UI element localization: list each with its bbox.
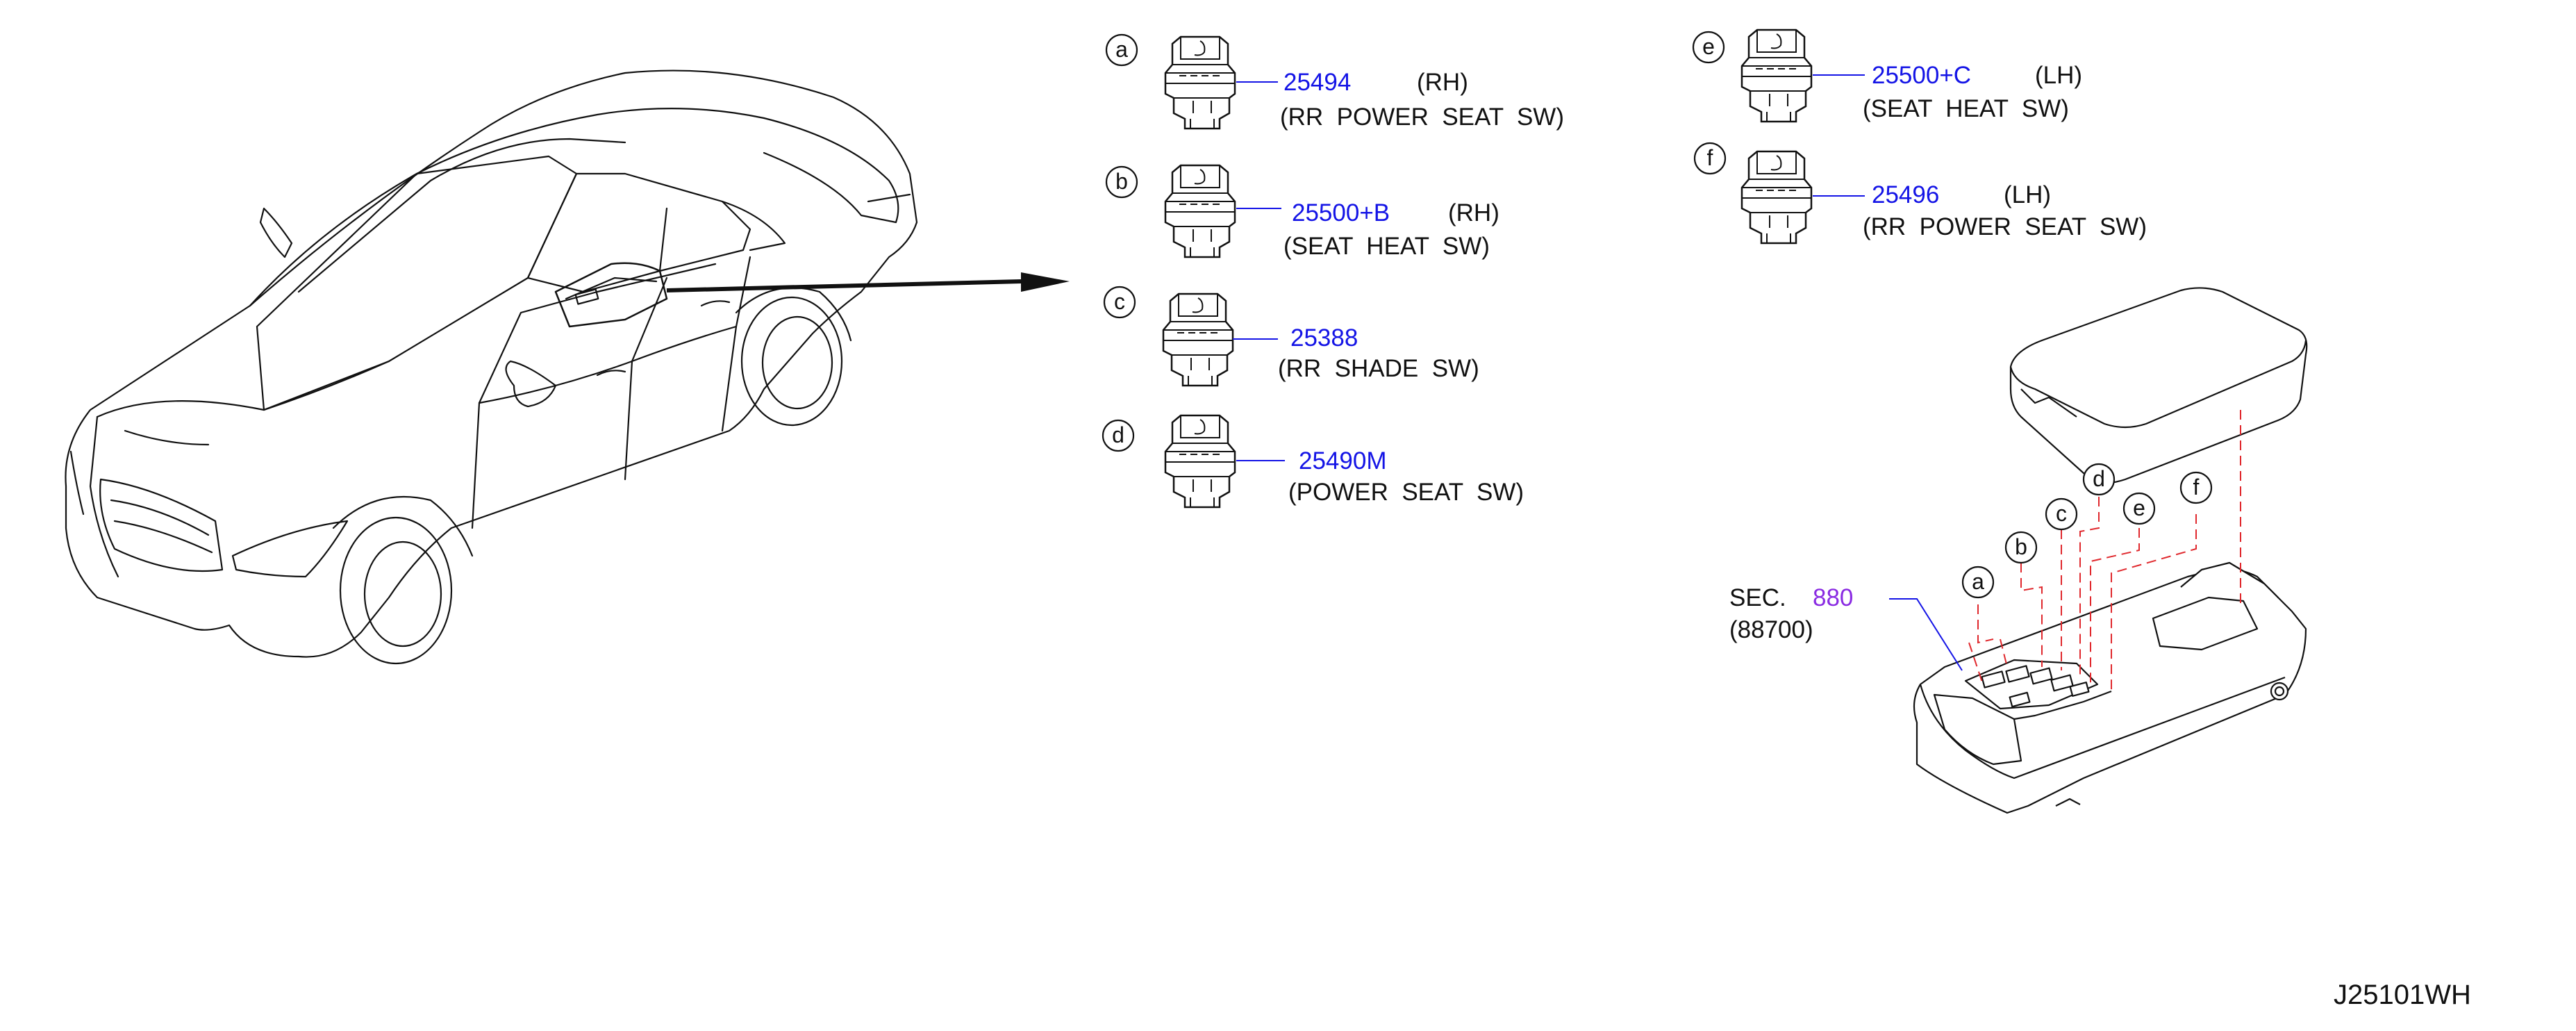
- section-subcode: (88700): [1729, 616, 1813, 643]
- side-a: (RH): [1417, 69, 1468, 96]
- section-number[interactable]: 880: [1813, 584, 1853, 611]
- callout-letter-a: a: [1115, 37, 1128, 62]
- callout-letter-c: c: [1114, 289, 1125, 314]
- leader-lines: [1968, 410, 2241, 695]
- svg-text:e: e: [2133, 495, 2145, 520]
- console-callout-b: b: [2004, 531, 2038, 564]
- callout-a: a 25494 (RH) (RR POWER SEAT SW): [1105, 33, 1564, 131]
- console-callout-c: c: [2045, 497, 2078, 531]
- console-callout-e: e: [2122, 492, 2156, 525]
- description-d: (POWER SEAT SW): [1288, 479, 1524, 506]
- callout-letter-f: f: [1707, 145, 1713, 170]
- side-b: (RH): [1448, 199, 1499, 226]
- part-number-a: 25494: [1283, 69, 1351, 96]
- part-number-d: 25490M: [1299, 447, 1386, 475]
- location-arrow: [666, 272, 1070, 292]
- description-f: (RR POWER SEAT SW): [1863, 213, 2147, 240]
- svg-text:f: f: [2193, 475, 2200, 500]
- part-number-f: 25496: [1872, 181, 1939, 208]
- console-lid: [2009, 287, 2308, 484]
- callout-letter-e: e: [1702, 34, 1715, 59]
- section-prefix: SEC.: [1729, 584, 1786, 611]
- description-c: (RR SHADE SW): [1278, 355, 1479, 382]
- side-f: (LH): [2004, 181, 2051, 208]
- side-e: (LH): [2035, 62, 2082, 89]
- console-callout-d: d: [2082, 463, 2116, 496]
- console-callout-a: a: [1961, 566, 1995, 599]
- section-reference[interactable]: SEC. 880 (88700): [1729, 584, 1963, 671]
- diagram-code: J25101WH: [2334, 980, 2471, 1010]
- console-box: [1913, 561, 2307, 814]
- svg-text:a: a: [1972, 569, 1984, 594]
- callout-e: e 25500+C (LH) (SEAT HEAT SW): [1692, 28, 2082, 123]
- svg-text:d: d: [2093, 466, 2105, 491]
- description-e: (SEAT HEAT SW): [1863, 95, 2069, 122]
- callout-d: d 25490M (POWER SEAT SW): [1102, 414, 1524, 509]
- console-callout-f: f: [2179, 471, 2213, 504]
- part-number-c: 25388: [1290, 324, 1358, 352]
- description-a: (RR POWER SEAT SW): [1280, 104, 1564, 131]
- svg-text:b: b: [2015, 534, 2027, 559]
- callout-f: f 25496 (LH) (RR POWER SEAT SW): [1693, 142, 2147, 245]
- callout-letter-b: b: [1115, 169, 1128, 194]
- svg-text:c: c: [2056, 501, 2067, 526]
- vehicle-illustration: [65, 69, 918, 665]
- description-b: (SEAT HEAT SW): [1283, 233, 1490, 260]
- console-callouts: a b c d e f: [1961, 463, 2213, 599]
- callout-c: c 25388 (RR SHADE SW): [1103, 286, 1479, 387]
- part-number-e: 25500+C: [1872, 62, 1971, 89]
- callout-b: b 25500+B (RH) (SEAT HEAT SW): [1105, 164, 1499, 260]
- part-number-b: 25500+B: [1292, 199, 1390, 226]
- callout-letter-d: d: [1112, 422, 1124, 447]
